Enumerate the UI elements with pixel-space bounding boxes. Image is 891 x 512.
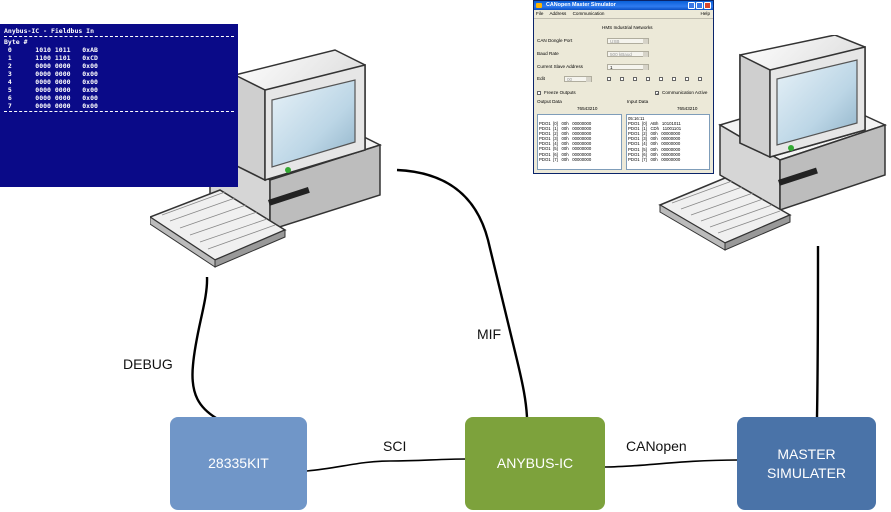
kit-node: 28335KIT [170,417,307,510]
list-item: PDO1 [6] 00h 00000000 [628,151,681,157]
terminal-title: Anybus-IC - Fieldbus In [4,27,95,35]
baud-rate-label: Baud Rate [537,51,559,56]
simulator-title: CANopen Master Simulator [546,2,616,8]
terminal-divider [4,36,234,37]
master-line [815,245,820,418]
communication-active-label: Communication Active [662,90,708,95]
input-bit-header: 76543210 [677,106,698,111]
list-item: PDO1 [2] 00h 00000000 [539,131,592,137]
canopen-simulator-window: CANopen Master Simulator File Address Co… [533,0,714,174]
list-item: PDO1 [5] 00h 00000000 [628,146,681,152]
debug-edge-label: DEBUG [123,356,173,372]
maximize-icon[interactable] [696,2,703,9]
baud-rate-select[interactable]: 500 kBaud [607,51,649,57]
terminal-row: 2 0000 0000 0x00 [4,62,98,70]
terminal-header: Byte # [4,38,28,46]
master-node-label-line2: SIMULATER [766,464,847,481]
list-item: PDO1 [6] 00h 00000000 [539,151,592,157]
close-icon[interactable] [704,2,711,9]
sci-edge-label: SCI [383,438,407,454]
communication-active-checkbox[interactable]: ✓ [655,91,660,96]
list-item: PDO1 [5] 00h 00000000 [539,146,592,152]
list-item: PDO1 [2] 00h 00000000 [628,131,681,137]
debug-computer-icon [150,49,382,268]
bit-checkbox[interactable] [633,77,637,81]
edit-field[interactable]: 00 [564,76,592,82]
terminal-row: 6 0000 0000 0x00 [4,94,98,102]
freeze-outputs-checkbox[interactable] [537,91,541,95]
minimize-icon[interactable] [688,2,695,9]
output-data-label: Output Data [537,99,562,104]
app-icon [536,3,542,8]
list-item: PDO1 [1] CDh 11001101 [628,126,682,132]
simulator-titlebar: CANopen Master Simulator [534,1,713,10]
terminal-row: 0 1010 1011 0xAB [4,46,98,54]
list-item: PDO1 [3] 00h 00000000 [628,136,681,142]
simulator-subtitle: HMS Industrial Networks [602,25,653,30]
bit-checkbox[interactable] [607,77,611,81]
mif-line [396,168,529,418]
terminal-divider [4,111,234,112]
list-item: PDO1 [3] 00h 00000000 [539,136,592,142]
debug-line [191,276,217,420]
freeze-outputs-label: Freeze Outputs [544,90,576,95]
terminal-row: 7 0000 0000 0x00 [4,102,98,110]
terminal-row: 4 0000 0000 0x00 [4,78,98,86]
anybus-node-label: ANYBUS-IC [496,455,574,471]
terminal-row: 5 0000 0000 0x00 [4,86,98,94]
slave-address-label: Current Slave Address [537,64,583,69]
bit-checkbox[interactable] [620,77,624,81]
kit-node-label: 28335KIT [208,455,269,471]
mif-edge-label: MIF [477,326,502,342]
list-item: PDO1 [1] 00h 00000000 [539,126,592,132]
list-item: PDO1 [4] 00h 00000000 [539,141,592,147]
list-item: PDO1 [4] 00h 00000000 [628,141,681,147]
master-simulator-node: MASTER SIMULATER [737,417,876,510]
input-timestamp: 05:16:11 [628,116,645,121]
list-item: PDO1 [7] 00h 00000000 [539,156,592,162]
fieldbus-terminal-window: Anybus-IC - Fieldbus In Byte # 0 1010 10… [0,24,238,187]
output-bit-header: 76543210 [577,106,598,111]
terminal-row: 3 0000 0000 0x00 [4,70,98,78]
bit-checkbox[interactable] [685,77,689,81]
bit-checkbox[interactable] [672,77,676,81]
dongle-port-label: CAN Dongle Port [537,38,573,43]
menu-communication[interactable]: Communication [572,11,605,16]
slave-address-field[interactable]: 1 [607,64,649,70]
list-item: PDO1 [7] 00h 00000000 [628,156,681,162]
canopen-line [604,459,739,468]
menu-file[interactable]: File [536,11,544,16]
canopen-edge-label: CANopen [626,438,687,454]
bit-checkbox[interactable] [659,77,663,81]
menu-help[interactable]: Help [700,11,710,16]
anybus-node: ANYBUS-IC [465,417,605,510]
master-node-label-line1: MASTER [777,445,836,462]
master-computer-icon [658,35,888,251]
simulator-menubar: File Address Communication Help [534,10,713,19]
list-item: PDO1 [0] 00h 00000000 [539,121,592,126]
bit-checkbox[interactable] [698,77,702,81]
list-item: PDO1 [0] ABh 10101011 [628,121,681,127]
dongle-port-select[interactable]: USB [607,38,649,44]
menu-address[interactable]: Address [549,11,567,16]
input-data-label: Input Data [627,99,649,104]
bit-checkbox[interactable] [646,77,650,81]
edit-label: Edit [537,76,545,81]
sci-line [306,458,467,472]
terminal-row: 1 1100 1101 0xCD [4,54,98,62]
